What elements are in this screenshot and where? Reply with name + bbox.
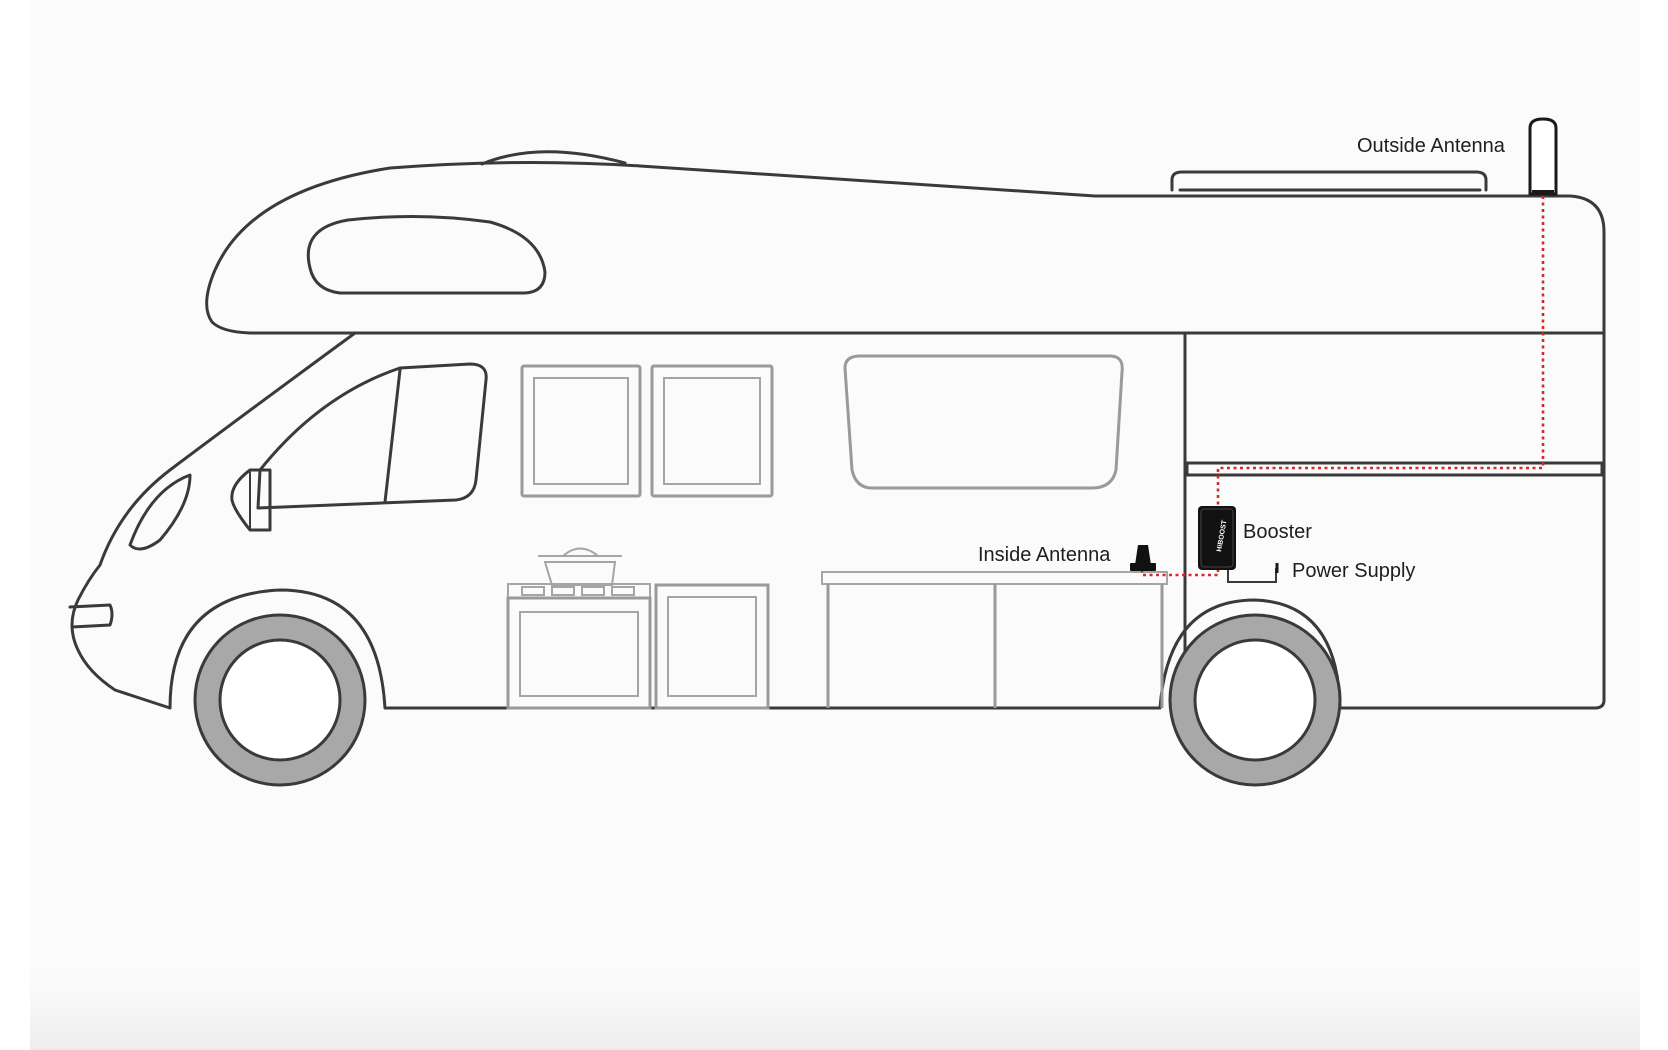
- side-window-left: [520, 364, 642, 498]
- lower-body: [168, 588, 1342, 710]
- front-wheel: [193, 613, 367, 787]
- cab-front: [70, 331, 357, 710]
- table-counter: [821, 571, 1168, 708]
- cable-outside-to-booster: [1216, 196, 1545, 510]
- booster-device-icon: HiBOOST: [1198, 506, 1236, 570]
- awning-rail: [1185, 461, 1604, 477]
- floor-shadow: [30, 940, 1640, 1050]
- front-marker-light: [128, 473, 192, 551]
- kitchen-cabinet: [654, 583, 770, 710]
- cab-window-pillar: [383, 368, 402, 504]
- alcove-over-cab: [205, 160, 1187, 335]
- inside-antenna-icon: [1130, 545, 1156, 571]
- side-window-middle: [650, 364, 774, 498]
- roof-skylight: [1170, 170, 1488, 192]
- side-window-large: [843, 354, 1124, 490]
- kitchen-stove: [506, 547, 652, 710]
- label-outside-antenna: Outside Antenna: [1357, 135, 1506, 157]
- label-power-supply: Power Supply: [1292, 560, 1415, 582]
- rear-body-top: [1093, 194, 1606, 710]
- power-supply-cable: [1227, 568, 1277, 583]
- outside-antenna-icon: [1528, 117, 1558, 196]
- alcove-window: [306, 214, 547, 295]
- rear-wheel: [1168, 613, 1342, 787]
- rv-outline: [68, 150, 1606, 710]
- background-panel: [30, 0, 1640, 1050]
- headlight: [68, 603, 114, 629]
- label-inside-antenna: Inside Antenna: [978, 544, 1111, 566]
- cab-window: [256, 362, 488, 510]
- roof-vent-front: [480, 150, 627, 166]
- label-booster: Booster: [1243, 521, 1312, 543]
